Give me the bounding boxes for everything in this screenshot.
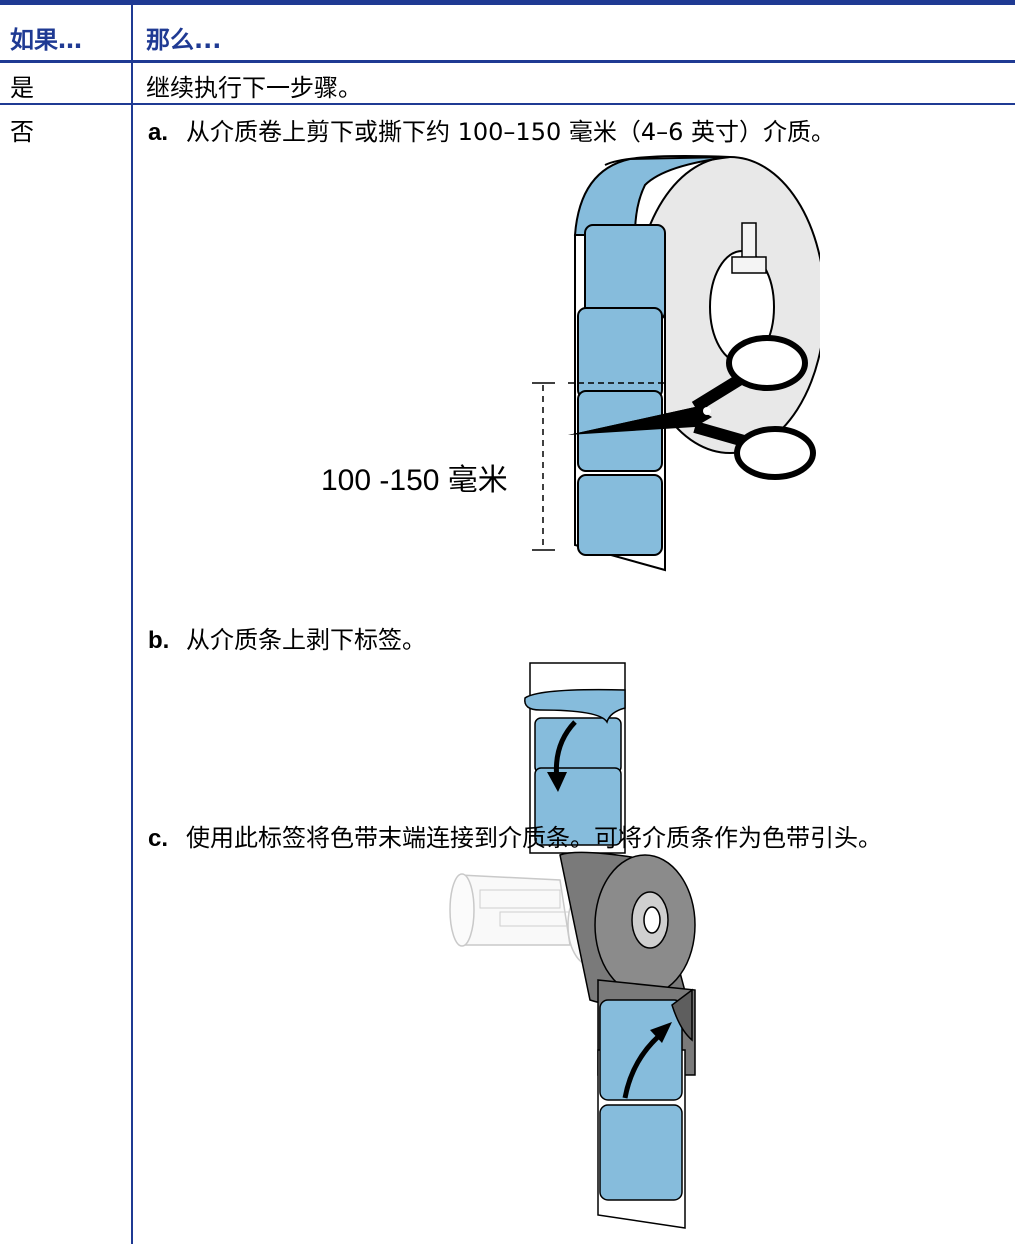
step-b-letter: b. bbox=[148, 627, 170, 654]
peeled-label bbox=[524, 688, 626, 724]
table-top-rule bbox=[0, 0, 1015, 5]
media-roll-cut-illustration bbox=[532, 155, 820, 572]
step-a: a. 从介质卷上剪下或撕下约 100–150 毫米（4–6 英寸）介质。 bbox=[148, 112, 835, 147]
row-yes-condition: 是 bbox=[10, 74, 34, 102]
header-if: 如果… bbox=[10, 26, 82, 54]
step-a-letter: a. bbox=[148, 119, 169, 146]
label-1 bbox=[584, 224, 666, 321]
arrow-up-icon bbox=[622, 1033, 662, 1099]
dimension-label: 100 -150 毫米 bbox=[321, 464, 508, 497]
step-c-letter: c. bbox=[148, 825, 169, 852]
label-2 bbox=[577, 307, 663, 399]
row-divider bbox=[0, 103, 1015, 105]
step-b-text: 从介质条上剥下标签。 bbox=[186, 626, 426, 654]
scissors-icon bbox=[568, 335, 816, 480]
step-a-text: 从介质卷上剪下或撕下约 100–150 毫米（4–6 英寸）介质。 bbox=[186, 118, 836, 146]
header-then: 那么... bbox=[146, 26, 222, 54]
header-bottom-rule bbox=[0, 60, 1015, 63]
ribbon-leader-illustration bbox=[449, 851, 696, 1229]
label-4 bbox=[577, 474, 663, 556]
row-no-condition: 否 bbox=[10, 118, 34, 146]
roll-top-labels bbox=[573, 156, 731, 236]
column-divider bbox=[131, 0, 133, 1244]
attached-label bbox=[599, 999, 683, 1101]
peel-label-illustration bbox=[524, 662, 626, 854]
step-c: c. 使用此标签将色带末端连接到介质条。可将介质条作为色带引头。 bbox=[148, 818, 882, 853]
step-c-text: 使用此标签将色带末端连接到介质条。可将介质条作为色带引头。 bbox=[186, 824, 882, 852]
step-b: b. 从介质条上剥下标签。 bbox=[148, 620, 426, 655]
row-yes-action: 继续执行下一步骤。 bbox=[146, 74, 362, 102]
